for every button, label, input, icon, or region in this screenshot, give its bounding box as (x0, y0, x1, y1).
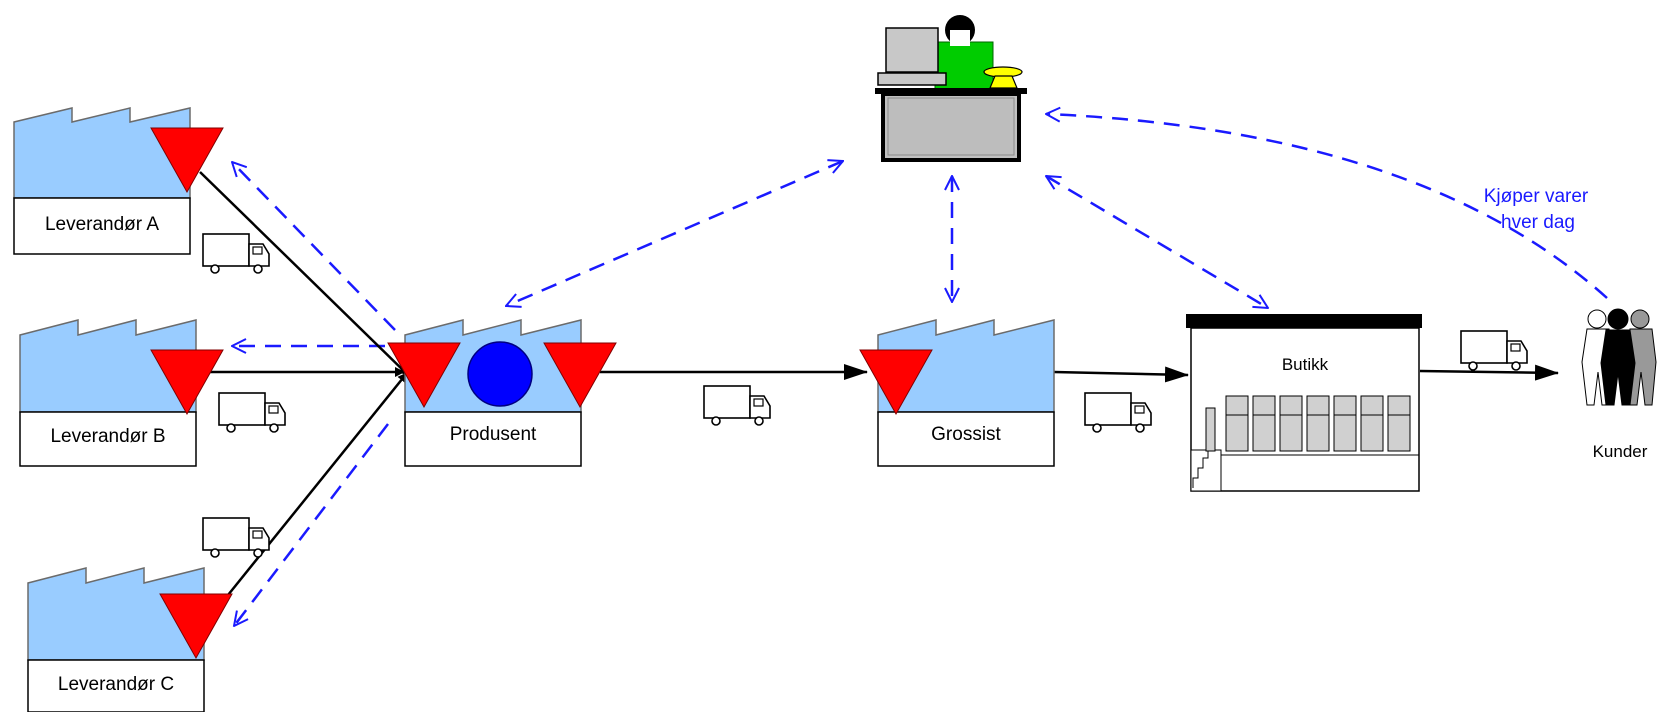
inventory-triangle-icon (543, 342, 617, 409)
produsent-label: Produsent (450, 424, 537, 445)
info-flow-produsent-leverandor-c (234, 423, 389, 626)
purchase-annotation: Kjøper varer hver dag (1484, 186, 1589, 233)
produsent-factory: Produsent (387, 319, 617, 467)
store-icon: Butikk (1186, 314, 1422, 492)
inventory-triangle-icon (387, 342, 461, 409)
customer-figure-grey (1627, 309, 1657, 406)
grossist-factory: Grossist (859, 319, 1055, 467)
leverandor-a-factory: Leverandør A (13, 107, 224, 255)
annotation-line-1: Kjøper varer (1484, 186, 1589, 207)
factory-icon (13, 107, 191, 255)
factory-icon (19, 319, 197, 467)
phone-icon (983, 66, 1023, 89)
butikk-label: Butikk (1282, 355, 1329, 374)
leverandor-a-label: Leverandør A (45, 214, 159, 235)
flow-grossist-butikk (1053, 366, 1189, 383)
inventory-triangle-icon (859, 349, 933, 416)
info-flow-kunder-planning (1046, 114, 1608, 299)
truck-icon (1084, 392, 1152, 433)
annotation-line-2: hver dag (1501, 212, 1575, 233)
inventory-triangle-icon (150, 349, 224, 416)
material-flows (199, 171, 1559, 601)
info-flow-produsent-leverandor-a (232, 162, 396, 331)
truck-icon (202, 517, 270, 558)
leverandor-b-factory: Leverandør B (19, 319, 224, 467)
leverandor-b-label: Leverandør B (50, 426, 165, 447)
leverandor-c-factory: Leverandør C (27, 567, 233, 712)
leverandor-c-label: Leverandør C (58, 674, 174, 695)
factory-icon (27, 567, 205, 712)
customers-icon: Kunder (1581, 308, 1657, 461)
truck-icon (1460, 330, 1528, 371)
inventory-triangle-icon (159, 593, 233, 660)
kunder-label: Kunder (1593, 442, 1648, 461)
store-shelves (1225, 395, 1411, 452)
planning-desk-icon (875, 15, 1027, 162)
process-circle-icon (467, 341, 533, 407)
flow-leverandor-a-produsent (199, 171, 409, 376)
flow-leverandor-c-produsent (223, 372, 408, 601)
info-flow-planning-butikk (1046, 176, 1268, 308)
info-flow-planning-produsent (506, 161, 843, 306)
inventory-triangle-icon (150, 127, 224, 194)
grossist-label: Grossist (931, 424, 1001, 445)
factory-icon (877, 319, 1055, 467)
flow-butikk-kunder (1419, 364, 1559, 381)
computer-monitor (885, 27, 939, 73)
truck-icon (202, 233, 270, 274)
truck-icon (218, 392, 286, 433)
truck-icon (703, 385, 771, 426)
customer-figure-black (1600, 308, 1636, 406)
info-flows (232, 114, 1608, 626)
